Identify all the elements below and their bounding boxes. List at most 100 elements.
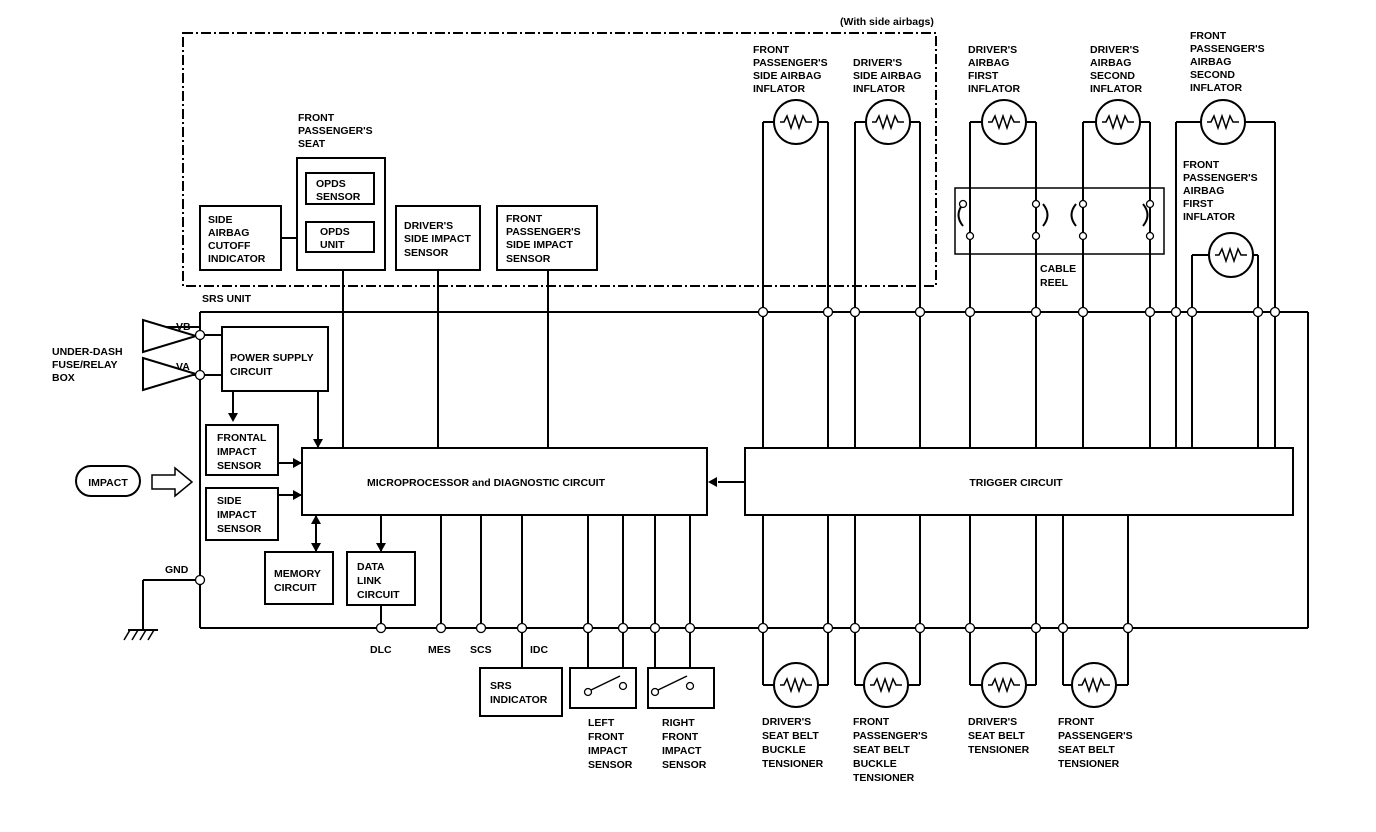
cable-reel-label-2: REEL <box>1040 277 1069 289</box>
gnd-label: GND <box>165 564 189 576</box>
drv-first-inflator-label-2: AIRBAG <box>968 57 1009 69</box>
fp-buckle-label-1: FRONT <box>853 716 890 728</box>
fp-airbag-second-inflator-icon <box>1200 99 1246 145</box>
microprocessor-label: MICROPROCESSOR and DIAGNOSTIC CIRCUIT <box>367 477 606 489</box>
opds-sensor-label-1: OPDS <box>316 178 346 190</box>
va-label: VA <box>176 361 190 373</box>
fp-buckle-label-5: TENSIONER <box>853 772 915 784</box>
fp-seatbelt-label-2: PASSENGER'S <box>1058 730 1133 742</box>
right-impact-label-3: IMPACT <box>662 745 702 757</box>
left-front-impact-sensor <box>569 667 637 709</box>
driver-airbag-first-inflator-icon <box>981 99 1027 145</box>
fp-second-inflator-label-2: PASSENGER'S <box>1190 43 1265 55</box>
driver-side-impact-label-1: DRIVER'S <box>404 220 453 232</box>
opds-sensor <box>305 172 375 205</box>
impact-pill <box>75 465 141 497</box>
power-supply-label-2: CIRCUIT <box>230 366 273 378</box>
fuse-box-label-1: UNDER-DASH <box>52 346 123 358</box>
impact-label: IMPACT <box>88 477 128 489</box>
scs-label: SCS <box>470 644 492 656</box>
idc-label: IDC <box>530 644 549 656</box>
drv-buckle-label-1: DRIVER'S <box>762 716 811 728</box>
fp-seatbelt-label-3: SEAT BELT <box>1058 744 1115 756</box>
fp-buckle-label-2: PASSENGER'S <box>853 730 928 742</box>
passenger-side-impact-label-3: SIDE IMPACT <box>506 239 573 251</box>
drv-side-inflator-label-1: DRIVER'S <box>853 57 902 69</box>
srs-indicator <box>479 667 563 717</box>
data-link-label-1: DATA <box>357 561 385 573</box>
passenger-side-impact-sensor <box>496 205 598 271</box>
side-impact-label-1: SIDE <box>217 495 242 507</box>
driver-side-impact-label-3: SENSOR <box>404 247 449 259</box>
cutoff-label-1: SIDE <box>208 214 233 226</box>
right-impact-label-4: SENSOR <box>662 759 707 771</box>
mes-label: MES <box>428 644 451 656</box>
side-impact-sensor-internal <box>205 487 279 541</box>
memory-circuit <box>264 551 334 605</box>
fp-first-inflator-label-1: FRONT <box>1183 159 1220 171</box>
seat-label-2: PASSENGER'S <box>298 125 373 137</box>
vb-input-triangle <box>142 318 200 354</box>
drv-first-inflator-label-3: FIRST <box>968 70 999 82</box>
drv-second-inflator-label-2: AIRBAG <box>1090 57 1131 69</box>
left-impact-label-4: SENSOR <box>588 759 633 771</box>
fp-side-inflator-label-4: INFLATOR <box>753 83 806 95</box>
fuse-box-label-2: FUSE/RELAY <box>52 359 118 371</box>
fp-first-inflator-label-4: FIRST <box>1183 198 1214 210</box>
cutoff-label-3: CUTOFF <box>208 240 251 252</box>
drv-second-inflator-label-4: INFLATOR <box>1090 83 1143 95</box>
left-impact-label-2: FRONT <box>588 731 625 743</box>
data-link-label-3: CIRCUIT <box>357 589 400 601</box>
frontal-impact-label-3: SENSOR <box>217 460 262 472</box>
fp-first-inflator-label-2: PASSENGER'S <box>1183 172 1258 184</box>
dlc-label: DLC <box>370 644 392 656</box>
opds-unit-label-2: UNIT <box>320 239 345 251</box>
right-front-impact-sensor <box>647 667 715 709</box>
frontal-impact-label-1: FRONTAL <box>217 432 267 444</box>
opds-unit <box>305 221 375 253</box>
left-impact-label-1: LEFT <box>588 717 615 729</box>
passenger-side-impact-label-1: FRONT <box>506 213 543 225</box>
frontal-impact-label-2: IMPACT <box>217 446 257 458</box>
fp-second-inflator-label-5: INFLATOR <box>1190 82 1243 94</box>
drv-seatbelt-label-2: SEAT BELT <box>968 730 1025 742</box>
fp-second-inflator-label-3: AIRBAG <box>1190 56 1231 68</box>
drv-seatbelt-label-1: DRIVER'S <box>968 716 1017 728</box>
drv-first-inflator-label-4: INFLATOR <box>968 83 1021 95</box>
fp-first-inflator-label-5: INFLATOR <box>1183 211 1236 223</box>
junctions <box>194 306 1281 634</box>
arrowheads <box>228 413 717 552</box>
fp-buckle-tensioner-icon <box>863 662 909 708</box>
data-link-label-2: LINK <box>357 575 382 587</box>
power-supply-label-1: POWER SUPPLY <box>230 352 314 364</box>
va-input-triangle <box>142 356 200 392</box>
memory-label-2: CIRCUIT <box>274 582 317 594</box>
driver-seatbelt-tensioner-icon <box>981 662 1027 708</box>
side-airbag-option-boundary <box>182 32 937 287</box>
fp-side-inflator-label-1: FRONT <box>753 44 790 56</box>
fp-buckle-label-4: BUCKLE <box>853 758 897 770</box>
fp-side-inflator-label-2: PASSENGER'S <box>753 57 828 69</box>
drv-buckle-label-4: TENSIONER <box>762 758 824 770</box>
seat-label-1: FRONT <box>298 112 335 124</box>
driver-airbag-second-inflator-icon <box>1095 99 1141 145</box>
fp-seatbelt-tensioner-icon <box>1071 662 1117 708</box>
microprocessor-circuit <box>301 447 708 516</box>
fp-airbag-first-inflator-icon <box>1208 232 1254 278</box>
cutoff-label-4: INDICATOR <box>208 253 266 265</box>
trigger-label: TRIGGER CIRCUIT <box>969 477 1063 489</box>
power-supply-circuit <box>221 326 329 392</box>
fp-second-inflator-label-4: SECOND <box>1190 69 1235 81</box>
opds-unit-label-1: OPDS <box>320 226 350 238</box>
fp-side-inflator-label-3: SIDE AIRBAG <box>753 70 821 82</box>
drv-buckle-label-3: BUCKLE <box>762 744 806 756</box>
driver-side-airbag-inflator-icon <box>865 99 911 145</box>
passenger-side-impact-label-2: PASSENGER'S <box>506 226 581 238</box>
left-impact-label-3: IMPACT <box>588 745 628 757</box>
cable-reel-label-1: CABLE <box>1040 263 1076 275</box>
drv-second-inflator-label-3: SECOND <box>1090 70 1135 82</box>
memory-label-1: MEMORY <box>274 568 321 580</box>
fp-seatbelt-label-1: FRONT <box>1058 716 1095 728</box>
impact-arrow-icon <box>151 466 194 498</box>
